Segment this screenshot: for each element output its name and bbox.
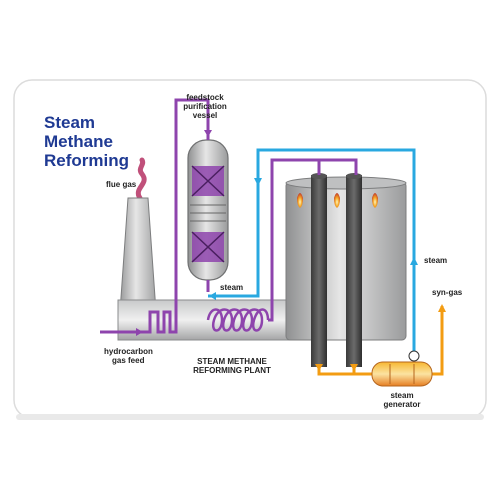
reformer-tube-2-cap [346,173,362,179]
preheat-coil [206,308,270,332]
flue-gas-smoke [135,157,147,201]
label-generator-1: steam [390,391,413,400]
burner-flame-3 [372,193,378,208]
hydrocarbon-feed-line [100,98,210,334]
catalyst-bed-2-cross [191,231,225,263]
label-flue-gas: flue gas [106,180,137,189]
burner-flame-2 [334,193,340,208]
reformer-tube-2 [346,175,362,367]
feed-arrow-down [204,130,212,137]
steam-line [208,148,416,352]
syngas-arrow-up [438,304,446,312]
label-syn-gas: syn-gas [432,288,463,297]
syngas-outlet-line [432,306,444,376]
steam-arrow-down [254,178,262,186]
syngas-arrow-down-2 [350,364,358,371]
label-plant-1: STEAM METHANE [197,357,267,366]
label-feedstock-3: vessel [193,111,217,120]
label-hydrocarbon-2: gas feed [112,356,145,365]
label-steam-right: steam [424,256,447,265]
label-hydrocarbon-1: hydrocarbon [104,347,153,356]
steam-arrow-left [209,292,216,300]
card-shadow [16,414,484,420]
label-feedstock-2: purification [183,102,227,111]
label-feedstock-1: feedstock [186,93,224,102]
feed-to-reformer-line [268,158,358,322]
reformer-tube-1-cap [311,173,327,179]
title-line-1: Steam [44,113,95,132]
title-line-3: Reforming [44,151,129,170]
steam-generator [371,361,433,387]
label-generator-2: generator [384,400,421,409]
feed-arrow-right [136,328,143,336]
label-steam-inner: steam [220,283,243,292]
syngas-arrow-down-1 [315,364,323,371]
reformer-tube-1 [311,175,327,367]
steam-drum [408,350,420,362]
label-plant-2: REFORMING PLANT [193,366,271,375]
title-line-2: Methane [44,132,113,151]
steam-arrow-up [410,257,418,265]
catalyst-bed-1-cross [191,165,225,197]
burner-flame-1 [297,193,303,208]
